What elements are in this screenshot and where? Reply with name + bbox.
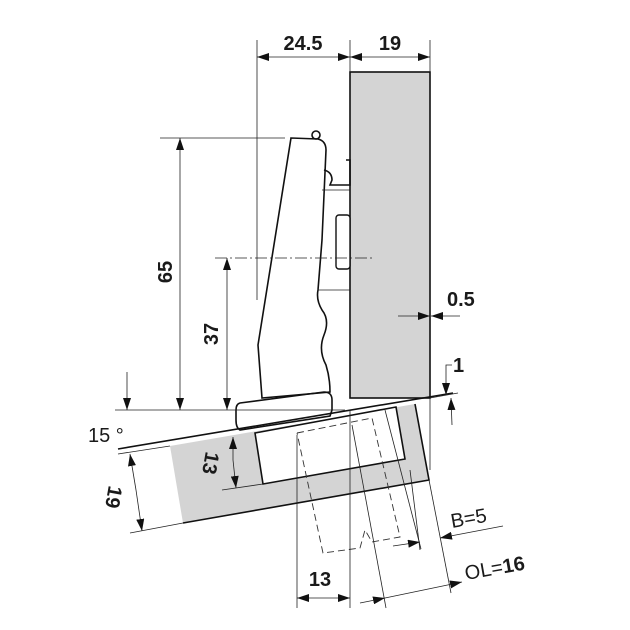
cup-outline-dashed [296,417,401,554]
overlay-value: 16 [501,553,527,579]
door-front-line [117,392,454,450]
dim-angle: 15 ° [88,425,124,447]
dim-height-center: 37 [201,323,223,345]
cup-hole [254,406,406,485]
dim-door-thickness: 19 [100,484,126,510]
dim-clearance: 1 [453,355,464,377]
mounting-plate [335,214,351,270]
dim-cup-depth: 13 [197,450,223,476]
overlay-prefix: OL= [463,557,505,585]
base-plate [235,391,333,431]
dim-cup-distance: 13 [309,569,331,591]
dim-side-thickness: 19 [379,33,401,55]
dim-arm-offset: 24.5 [284,33,323,55]
dim-height-total: 65 [155,261,177,283]
dim-overlay: OL=16 [463,553,527,585]
hinge-arm [257,137,331,399]
cabinet-side-panel [349,71,431,399]
dim-gap: 0.5 [447,289,475,311]
dim-boring-distance: B=5 [449,505,488,533]
